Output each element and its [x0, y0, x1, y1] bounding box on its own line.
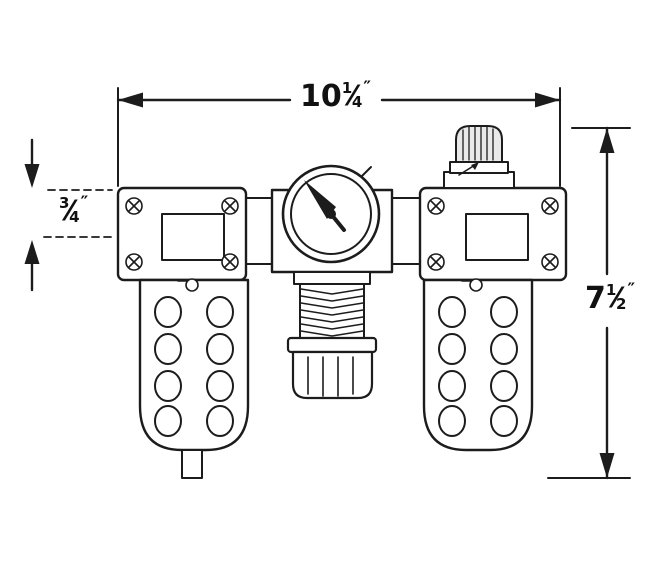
- width-denominator: 4: [351, 93, 363, 111]
- filter-head: [116, 186, 248, 282]
- thread-lines: [300, 288, 364, 337]
- screw-icon: [125, 197, 239, 271]
- arrowhead-up: [599, 128, 615, 153]
- bowl-sight-holes: [154, 296, 234, 437]
- height-unit: ″: [627, 280, 636, 300]
- height-denominator: 2: [616, 295, 627, 313]
- arrowhead-down: [599, 453, 615, 478]
- pressure-gauge: [281, 164, 381, 264]
- fraction-slash: ⁄: [67, 194, 73, 227]
- fraction-slash: ⁄: [614, 281, 619, 314]
- screw-icon: [427, 197, 559, 271]
- dimension-line-port: [24, 138, 115, 292]
- port-unit: ″: [80, 193, 89, 213]
- arrowhead-down: [24, 164, 40, 188]
- arrowhead-right: [535, 92, 560, 108]
- dimension-line-height: [547, 126, 631, 480]
- regulator-knob: [286, 336, 378, 400]
- port-denominator: 4: [69, 208, 80, 226]
- height-whole: 7: [585, 281, 606, 316]
- knurl-lines: [462, 125, 494, 161]
- lubricator-head: [418, 186, 568, 282]
- manifold-connectors: [245, 197, 421, 265]
- drain-stem: [181, 449, 203, 479]
- arrowhead-up: [24, 240, 40, 264]
- gauge-needle-icon: [304, 180, 346, 232]
- port-dimension-label: 3⁄4″: [56, 193, 92, 227]
- regulator-thread-stem: [299, 283, 365, 339]
- gauge-tick: [361, 166, 372, 177]
- filter-bowl: [138, 278, 250, 479]
- height-numerator: 1: [605, 281, 617, 299]
- arrowhead-left: [118, 92, 143, 108]
- bowl-sight-holes: [438, 296, 518, 437]
- bowl-clip: [185, 278, 199, 292]
- adjustment-arrow-icon: [458, 162, 479, 176]
- dimension-line-width: [116, 87, 562, 187]
- bowl-clip: [469, 278, 483, 292]
- width-unit: ″: [363, 78, 371, 98]
- knob-slots: [307, 356, 354, 397]
- width-numerator: 1: [341, 79, 353, 97]
- port-numerator: 3: [59, 194, 70, 212]
- width-whole: 10: [300, 79, 342, 114]
- lubricator-knob: [443, 125, 515, 189]
- fraction-slash: ⁄: [350, 79, 355, 112]
- lubricator-bowl: [422, 278, 534, 452]
